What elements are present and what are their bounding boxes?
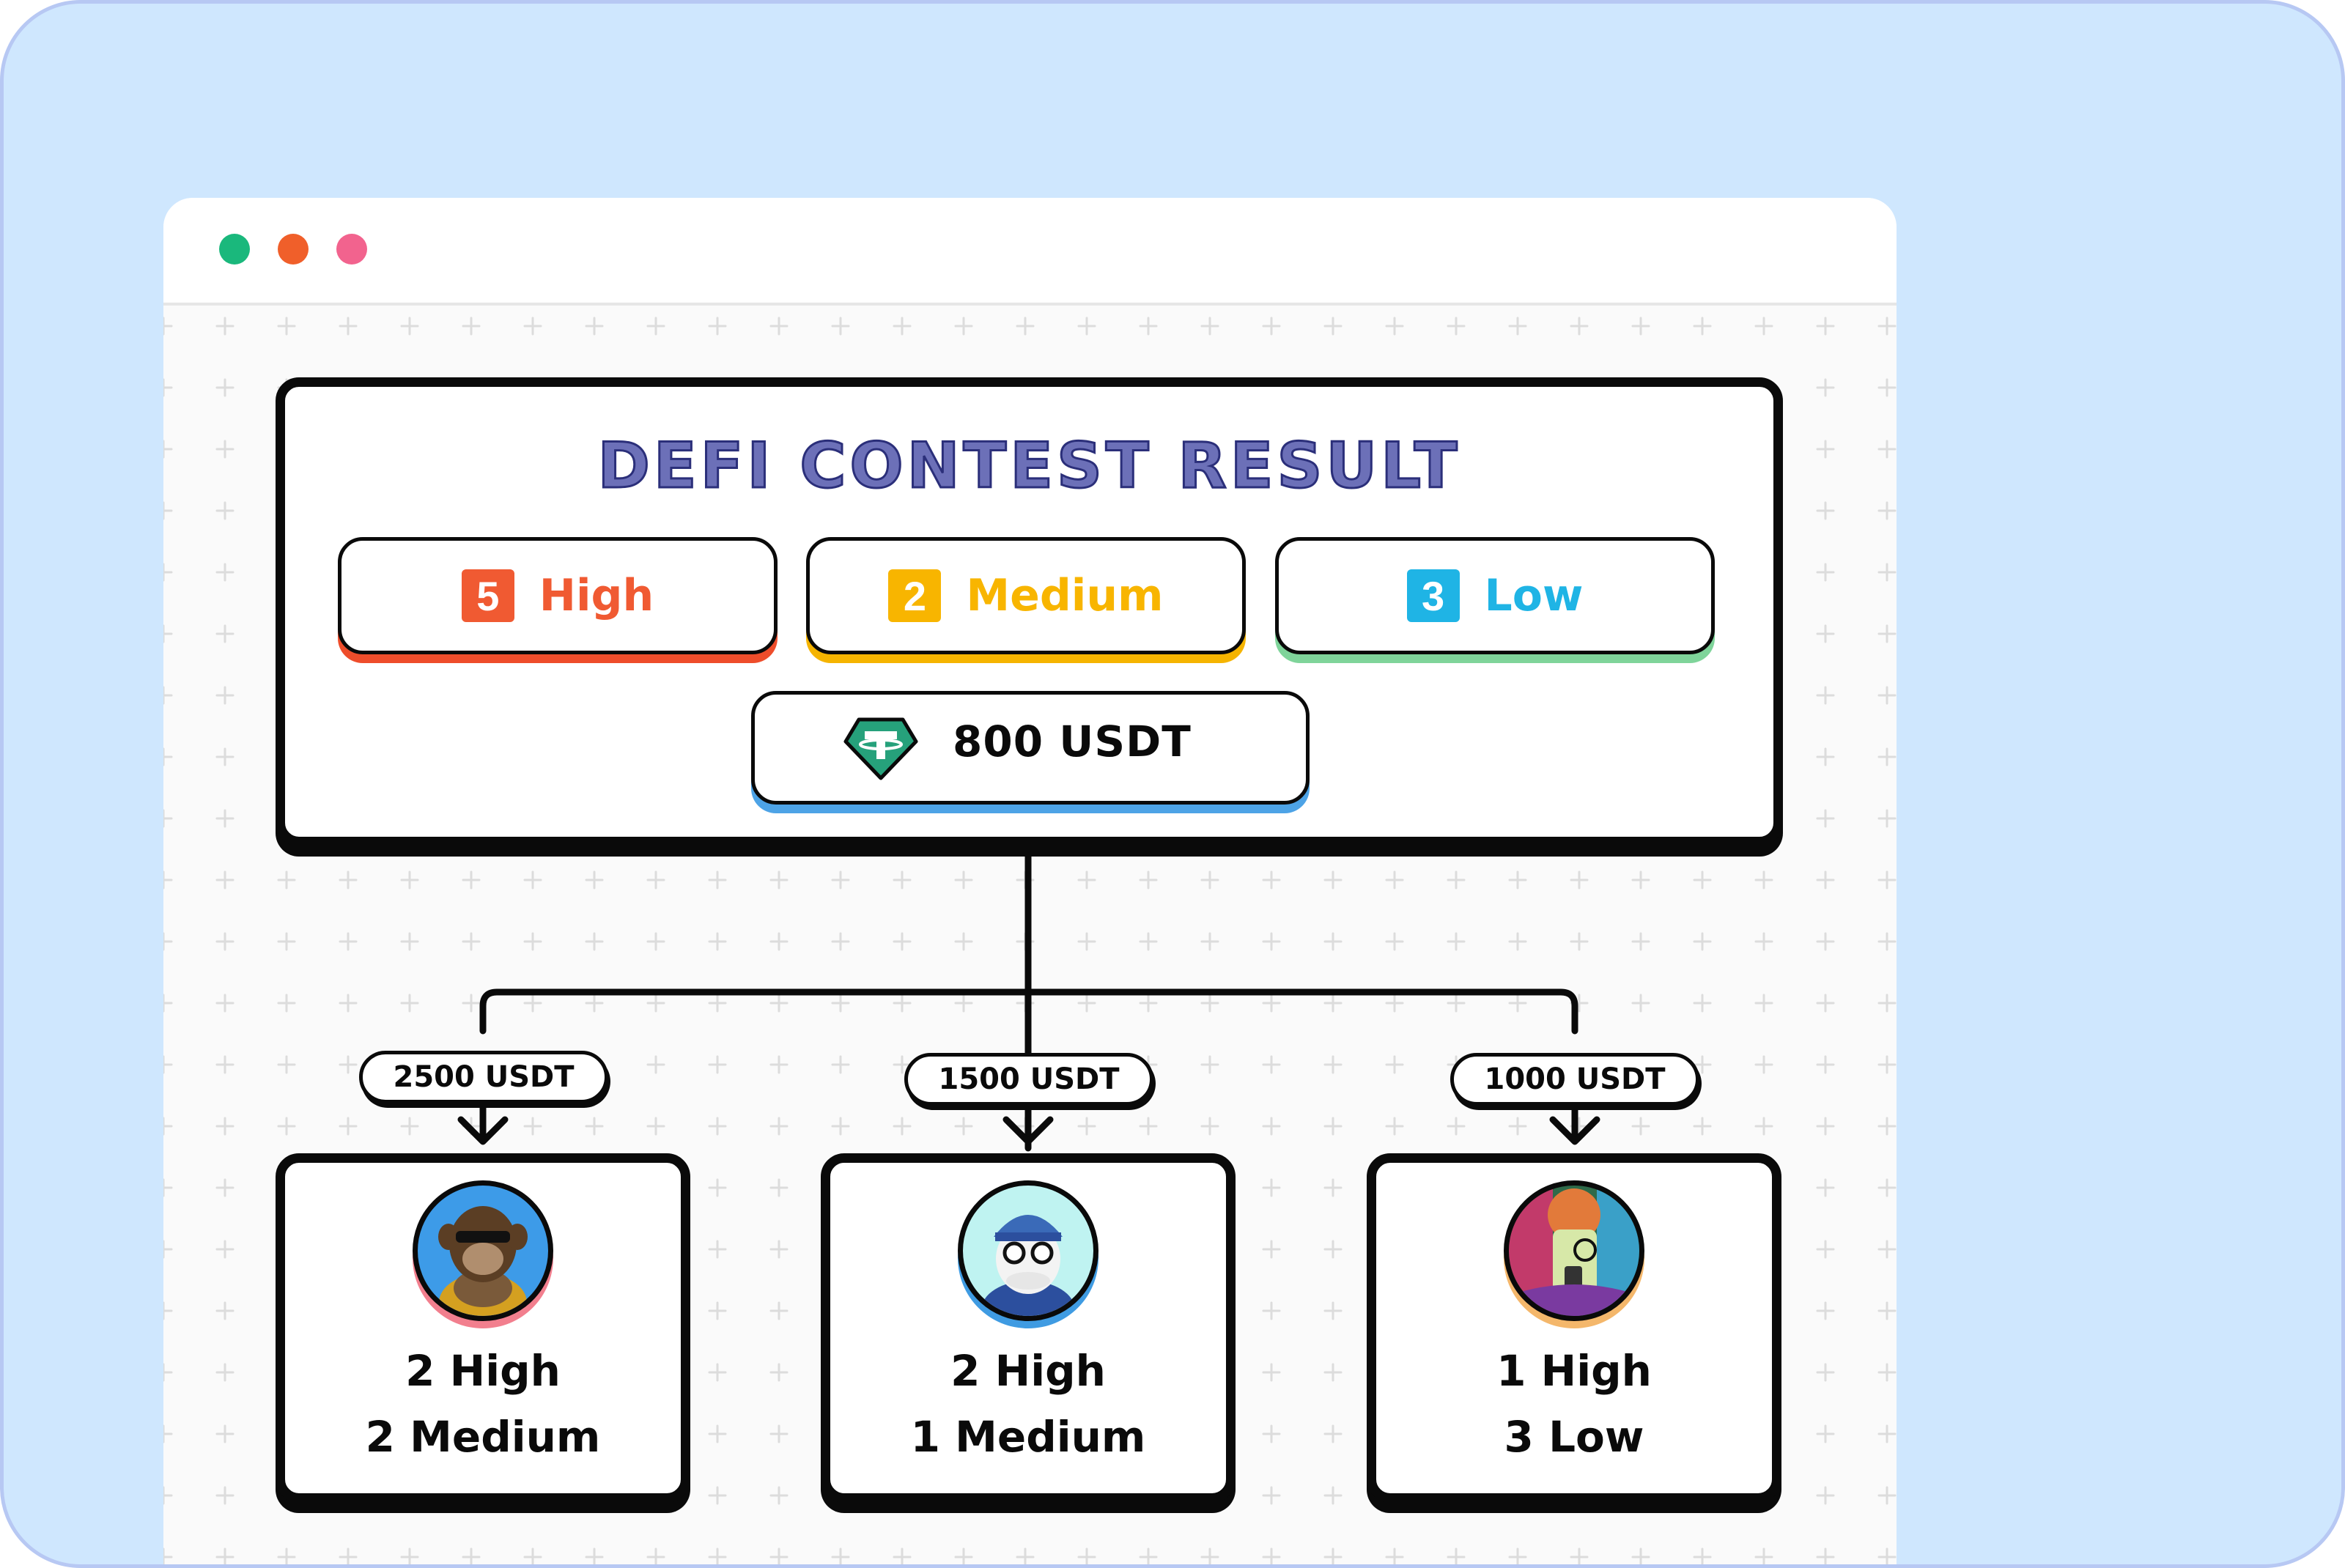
tether-icon [843,717,918,780]
arrow-head-3 [1549,1116,1600,1145]
winner-1-line-2: 2 Medium [365,1412,601,1462]
winner-3-line-2: 3 Low [1504,1412,1644,1462]
prize-pool-box: 800 USDT [751,691,1310,805]
arrow-head-2 [1002,1116,1054,1145]
window-control-orange-dot[interactable] [278,234,309,265]
contest-title: DEFI CONTEST RESULT [597,429,1461,504]
winner-3-line-1: 1 High [1496,1346,1652,1396]
high-severity-box: 5 High [338,537,778,654]
reward-pill-3: 1000 USDT [1450,1053,1699,1106]
medium-severity-box: 2 Medium [806,537,1246,654]
winner-card-1: 2 High 2 Medium [276,1153,690,1503]
medium-label: Medium [966,570,1164,621]
low-severity-box: 3 Low [1275,537,1715,654]
arrow-head-1 [457,1116,509,1145]
diagram-canvas: DEFI CONTEST RESULT 5 High 2 Medium 3 [163,306,1897,1564]
low-label: Low [1484,570,1584,621]
winner-2-line-1: 2 High [950,1346,1106,1396]
beanie-avatar-icon [958,1180,1098,1321]
reward-pill-2: 1500 USDT [904,1053,1153,1106]
branch-line [479,988,1578,1035]
winner-2-line-2: 1 Medium [910,1412,1146,1462]
low-count-badge: 3 [1406,569,1460,622]
reward-pill-1: 2500 USDT [359,1051,608,1103]
prize-amount: 800 USDT [953,717,1192,766]
winner-1-line-1: 2 High [405,1346,561,1396]
winner-card-2: 2 High 1 Medium [821,1153,1236,1503]
ape-avatar-icon [413,1180,553,1321]
art-avatar-icon [1504,1180,1644,1321]
window-titlebar [163,198,1897,306]
high-label: High [539,570,654,621]
window-control-green-dot[interactable] [219,234,250,265]
high-count-badge: 5 [461,569,514,622]
browser-window: DEFI CONTEST RESULT 5 High 2 Medium 3 [163,198,1897,1564]
winner-card-3: 1 High 3 Low [1367,1153,1781,1503]
window-control-pink-dot[interactable] [336,234,367,265]
contest-result-card: DEFI CONTEST RESULT 5 High 2 Medium 3 [276,377,1783,846]
medium-count-badge: 2 [888,569,942,622]
